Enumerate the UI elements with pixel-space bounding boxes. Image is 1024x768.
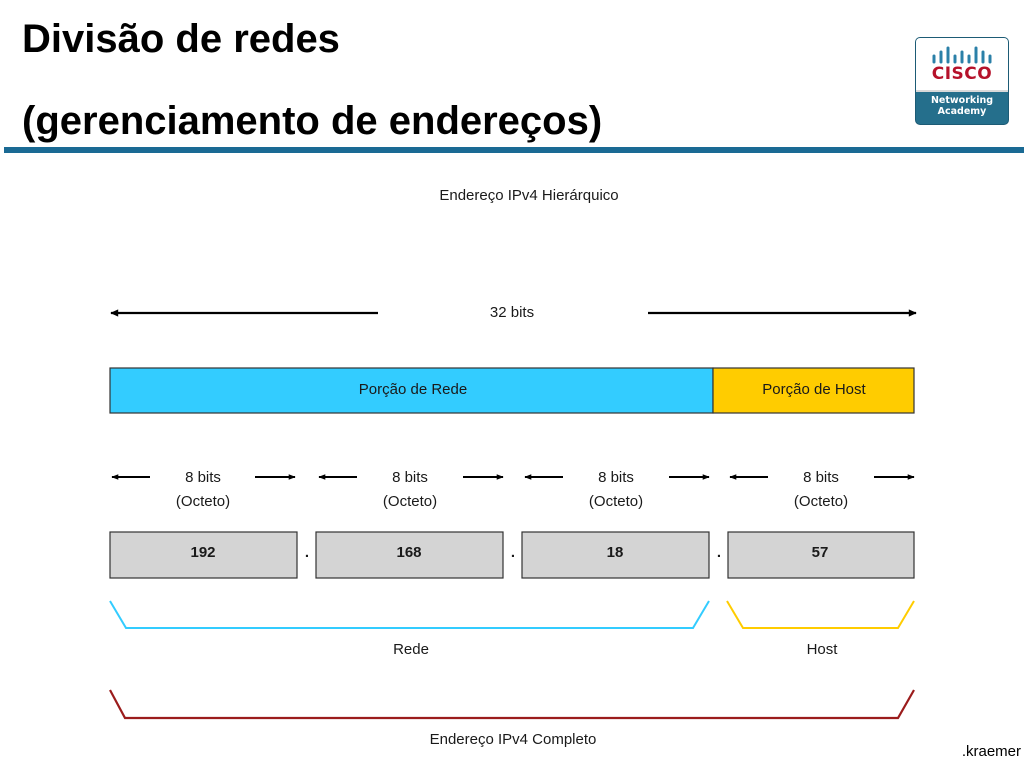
octet-4-box — [727, 531, 915, 579]
network-bracket — [109, 600, 710, 629]
diagram-heading: Endereço IPv4 Hierárquico — [439, 187, 618, 204]
network-portion-block — [109, 367, 714, 414]
network-bracket-label: Rede — [393, 641, 429, 658]
logo-white-panel: CISCO — [916, 38, 1008, 92]
total-bits-label: 32 bits — [490, 304, 534, 321]
octet-separator-2: . — [511, 544, 515, 561]
logo-wordmark: CISCO — [931, 64, 993, 84]
octet-1-box — [109, 531, 298, 579]
logo-subtitle: Networking Academy — [916, 95, 1008, 117]
complete-address-bracket — [109, 689, 915, 720]
title-divider — [4, 147, 1024, 153]
octet-3-value: 18 — [607, 544, 624, 561]
host-portion-block — [712, 367, 915, 414]
octet-4-bits-label: 8 bits — [803, 469, 839, 486]
page-title: Divisão de redes — [22, 17, 340, 61]
octet-3-group: 8 bits (Octeto) 18 — [521, 469, 710, 579]
octet-3-name-label: (Octeto) — [589, 493, 643, 510]
host-bracket — [726, 600, 915, 629]
octet-4-group: 8 bits (Octeto) 57 — [727, 469, 915, 579]
complete-address-label: Endereço IPv4 Completo — [430, 731, 597, 748]
octet-separator-3: . — [717, 544, 721, 561]
octet-3-box — [521, 531, 710, 579]
network-portion-label: Porção de Rede — [359, 381, 467, 398]
octet-1-group: 8 bits (Octeto) 192 — [109, 469, 298, 579]
cisco-networking-academy-logo: CISCO Networking Academy — [916, 38, 1008, 124]
octet-2-bits-label: 8 bits — [392, 469, 428, 486]
octet-1-name-label: (Octeto) — [176, 493, 230, 510]
octet-2-name-label: (Octeto) — [383, 493, 437, 510]
host-portion-label: Porção de Host — [762, 381, 866, 398]
octet-2-value: 168 — [396, 544, 421, 561]
octet-4-value: 57 — [812, 544, 829, 561]
logo-subline-2: Academy — [937, 106, 987, 117]
octet-separator-1: . — [305, 544, 309, 561]
cisco-bars-icon — [932, 46, 992, 64]
octet-2-group: 8 bits (Octeto) 168 — [315, 469, 504, 579]
logo-subline-1: Networking — [930, 95, 994, 106]
host-bracket-label: Host — [807, 641, 839, 658]
octet-3-bits-label: 8 bits — [598, 469, 634, 486]
author-credit: .kraemer — [961, 743, 1021, 760]
page-subtitle: (gerenciamento de endereços) — [22, 99, 603, 143]
octet-4-name-label: (Octeto) — [794, 493, 848, 510]
octet-1-bits-label: 8 bits — [185, 469, 221, 486]
octet-1-value: 192 — [190, 544, 215, 561]
octet-2-box — [315, 531, 504, 579]
